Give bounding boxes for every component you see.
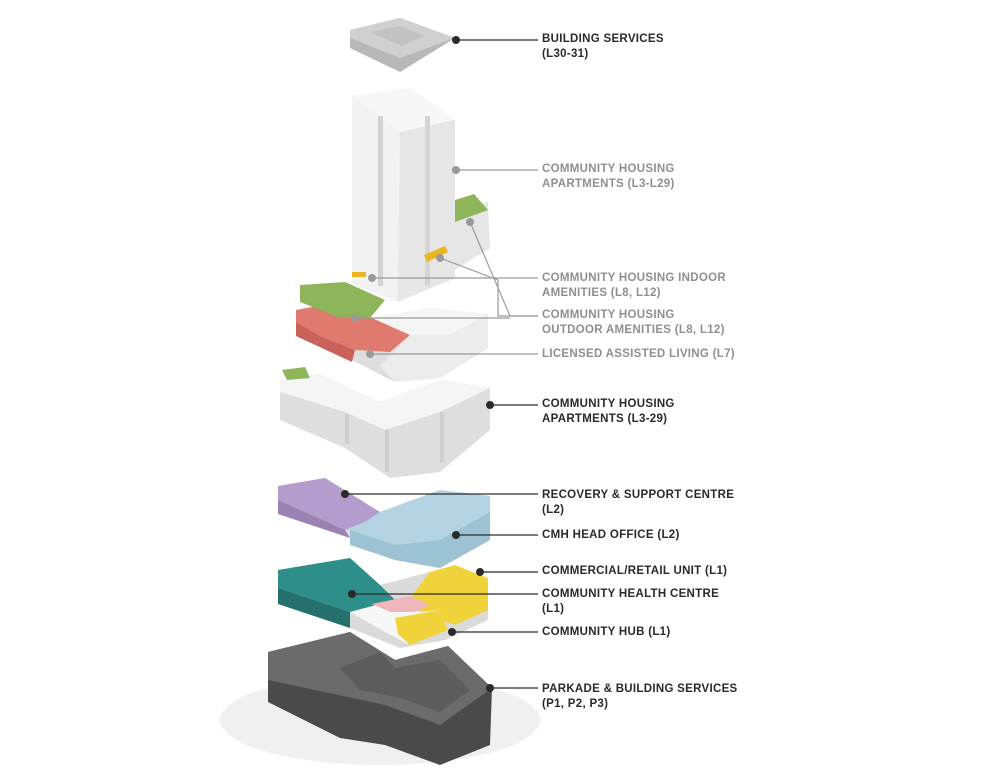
parkade-block [268,632,492,765]
label-parkade-building-services: PARKADE & BUILDING SERVICES(P1, P2, P3) [542,683,738,710]
label-community-health-centre: COMMUNITY HEALTH CENTRE(L1) [542,588,720,615]
level-2-block [278,478,490,568]
label-licensed-assisted-living: LICENSED ASSISTED LIVING (L7) [542,348,735,360]
tower-block [352,88,490,302]
level-7-block [296,282,488,382]
label-cmh-head-office: CMH HEAD OFFICE (L2) [542,529,680,541]
podium-housing-block [280,367,490,478]
level-1-block [278,558,488,648]
building-services-block [350,18,455,72]
label-community-hub: COMMUNITY HUB (L1) [542,626,671,638]
label-commercial-retail-unit: COMMERCIAL/RETAIL UNIT (L1) [542,565,728,577]
leader-dots [341,36,494,692]
leader-lines [345,39,538,689]
label-building-services: BUILDING SERVICES(L30-31) [542,33,664,60]
label-recovery-support-centre: RECOVERY & SUPPORT CENTRE(L2) [542,489,735,516]
